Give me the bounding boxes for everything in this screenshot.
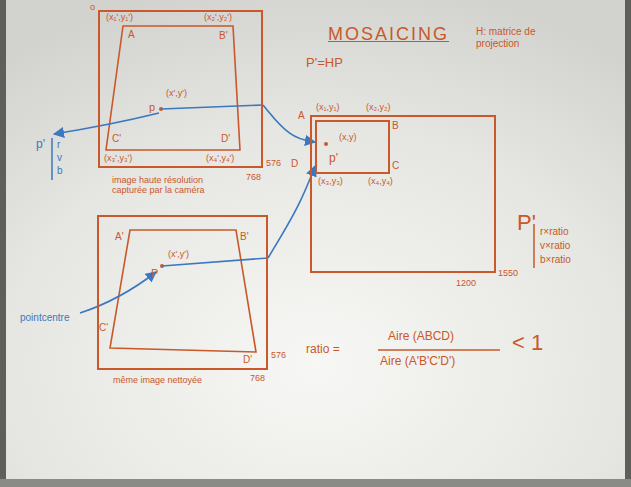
point: [324, 142, 328, 146]
label: C': [99, 322, 108, 334]
label: (x',y'): [166, 88, 187, 98]
label: v: [57, 152, 62, 164]
label: D': [221, 133, 230, 145]
label: B': [219, 30, 228, 42]
label: Aire (A'B'C'D'): [380, 355, 455, 369]
label: 768: [246, 172, 261, 182]
label: r: [57, 139, 60, 151]
image-frame: P'p'(x,y): [310, 115, 496, 273]
node-text: (x,y): [339, 132, 357, 142]
label: (x₁,y₁): [316, 102, 340, 112]
arrow: [54, 113, 159, 134]
image-frame: p'(x,y): [315, 120, 390, 174]
label: < 1: [512, 330, 543, 355]
label: r×ratio: [540, 226, 569, 238]
label: b×ratio: [540, 254, 571, 266]
label: P'=HP: [306, 56, 343, 71]
label: p': [36, 138, 45, 152]
label: D': [243, 354, 252, 366]
label: Aire (ABCD): [388, 330, 454, 344]
label: ratio =: [306, 343, 340, 357]
label: (x₂,y₂): [366, 102, 390, 112]
node-text: image haute résolution capturée par la c…: [112, 175, 237, 196]
board-frame: [0, 479, 631, 487]
label: p: [149, 101, 155, 114]
label: 1550: [498, 268, 518, 278]
label: P: [151, 267, 158, 280]
label: v×ratio: [540, 240, 570, 252]
label: 768: [250, 373, 265, 383]
projection-arrow: [268, 166, 315, 258]
label: D: [291, 158, 298, 170]
projection-arrow: [263, 105, 315, 142]
quadrilateral: [106, 26, 240, 150]
quadrilateral: [110, 230, 256, 352]
label: 576: [271, 350, 286, 360]
leader-line: [162, 258, 268, 266]
board-frame: [0, 0, 6, 487]
label: b: [57, 165, 63, 177]
leader-line: [161, 105, 263, 109]
node-text: même image nettoyée: [113, 375, 243, 385]
label: C': [112, 133, 121, 145]
label: (x₂',y₂'): [204, 12, 232, 22]
label: A: [298, 110, 305, 122]
label: B': [240, 231, 249, 243]
image-frame: image haute résolution capturée par la c…: [98, 10, 263, 168]
node-text: p': [329, 152, 338, 166]
label: o: [90, 2, 95, 12]
label: (x₃,y₃): [318, 176, 343, 186]
label: B: [392, 120, 399, 132]
label: C: [392, 160, 399, 172]
node-text: P': [517, 210, 536, 235]
image-frame: même image nettoyée: [97, 215, 268, 370]
label: A: [128, 29, 135, 41]
label: (x',y'): [168, 249, 189, 259]
label: A': [115, 231, 124, 243]
label: (x₄',y₄'): [206, 153, 234, 163]
label: (x₃',y₃'): [104, 153, 132, 163]
label: (x₄,y₄): [368, 176, 393, 186]
arrow: [80, 272, 156, 313]
label: 576: [266, 158, 281, 168]
label: H: matrice de projection: [476, 26, 558, 49]
label: pointcentre: [20, 312, 69, 324]
fraction-bar: [378, 349, 500, 351]
bracket: [51, 138, 53, 180]
title: MOSAICING: [328, 24, 449, 45]
board-frame: [625, 0, 631, 487]
label: (x₁',y₁'): [106, 12, 133, 22]
label: 1200: [456, 278, 476, 288]
